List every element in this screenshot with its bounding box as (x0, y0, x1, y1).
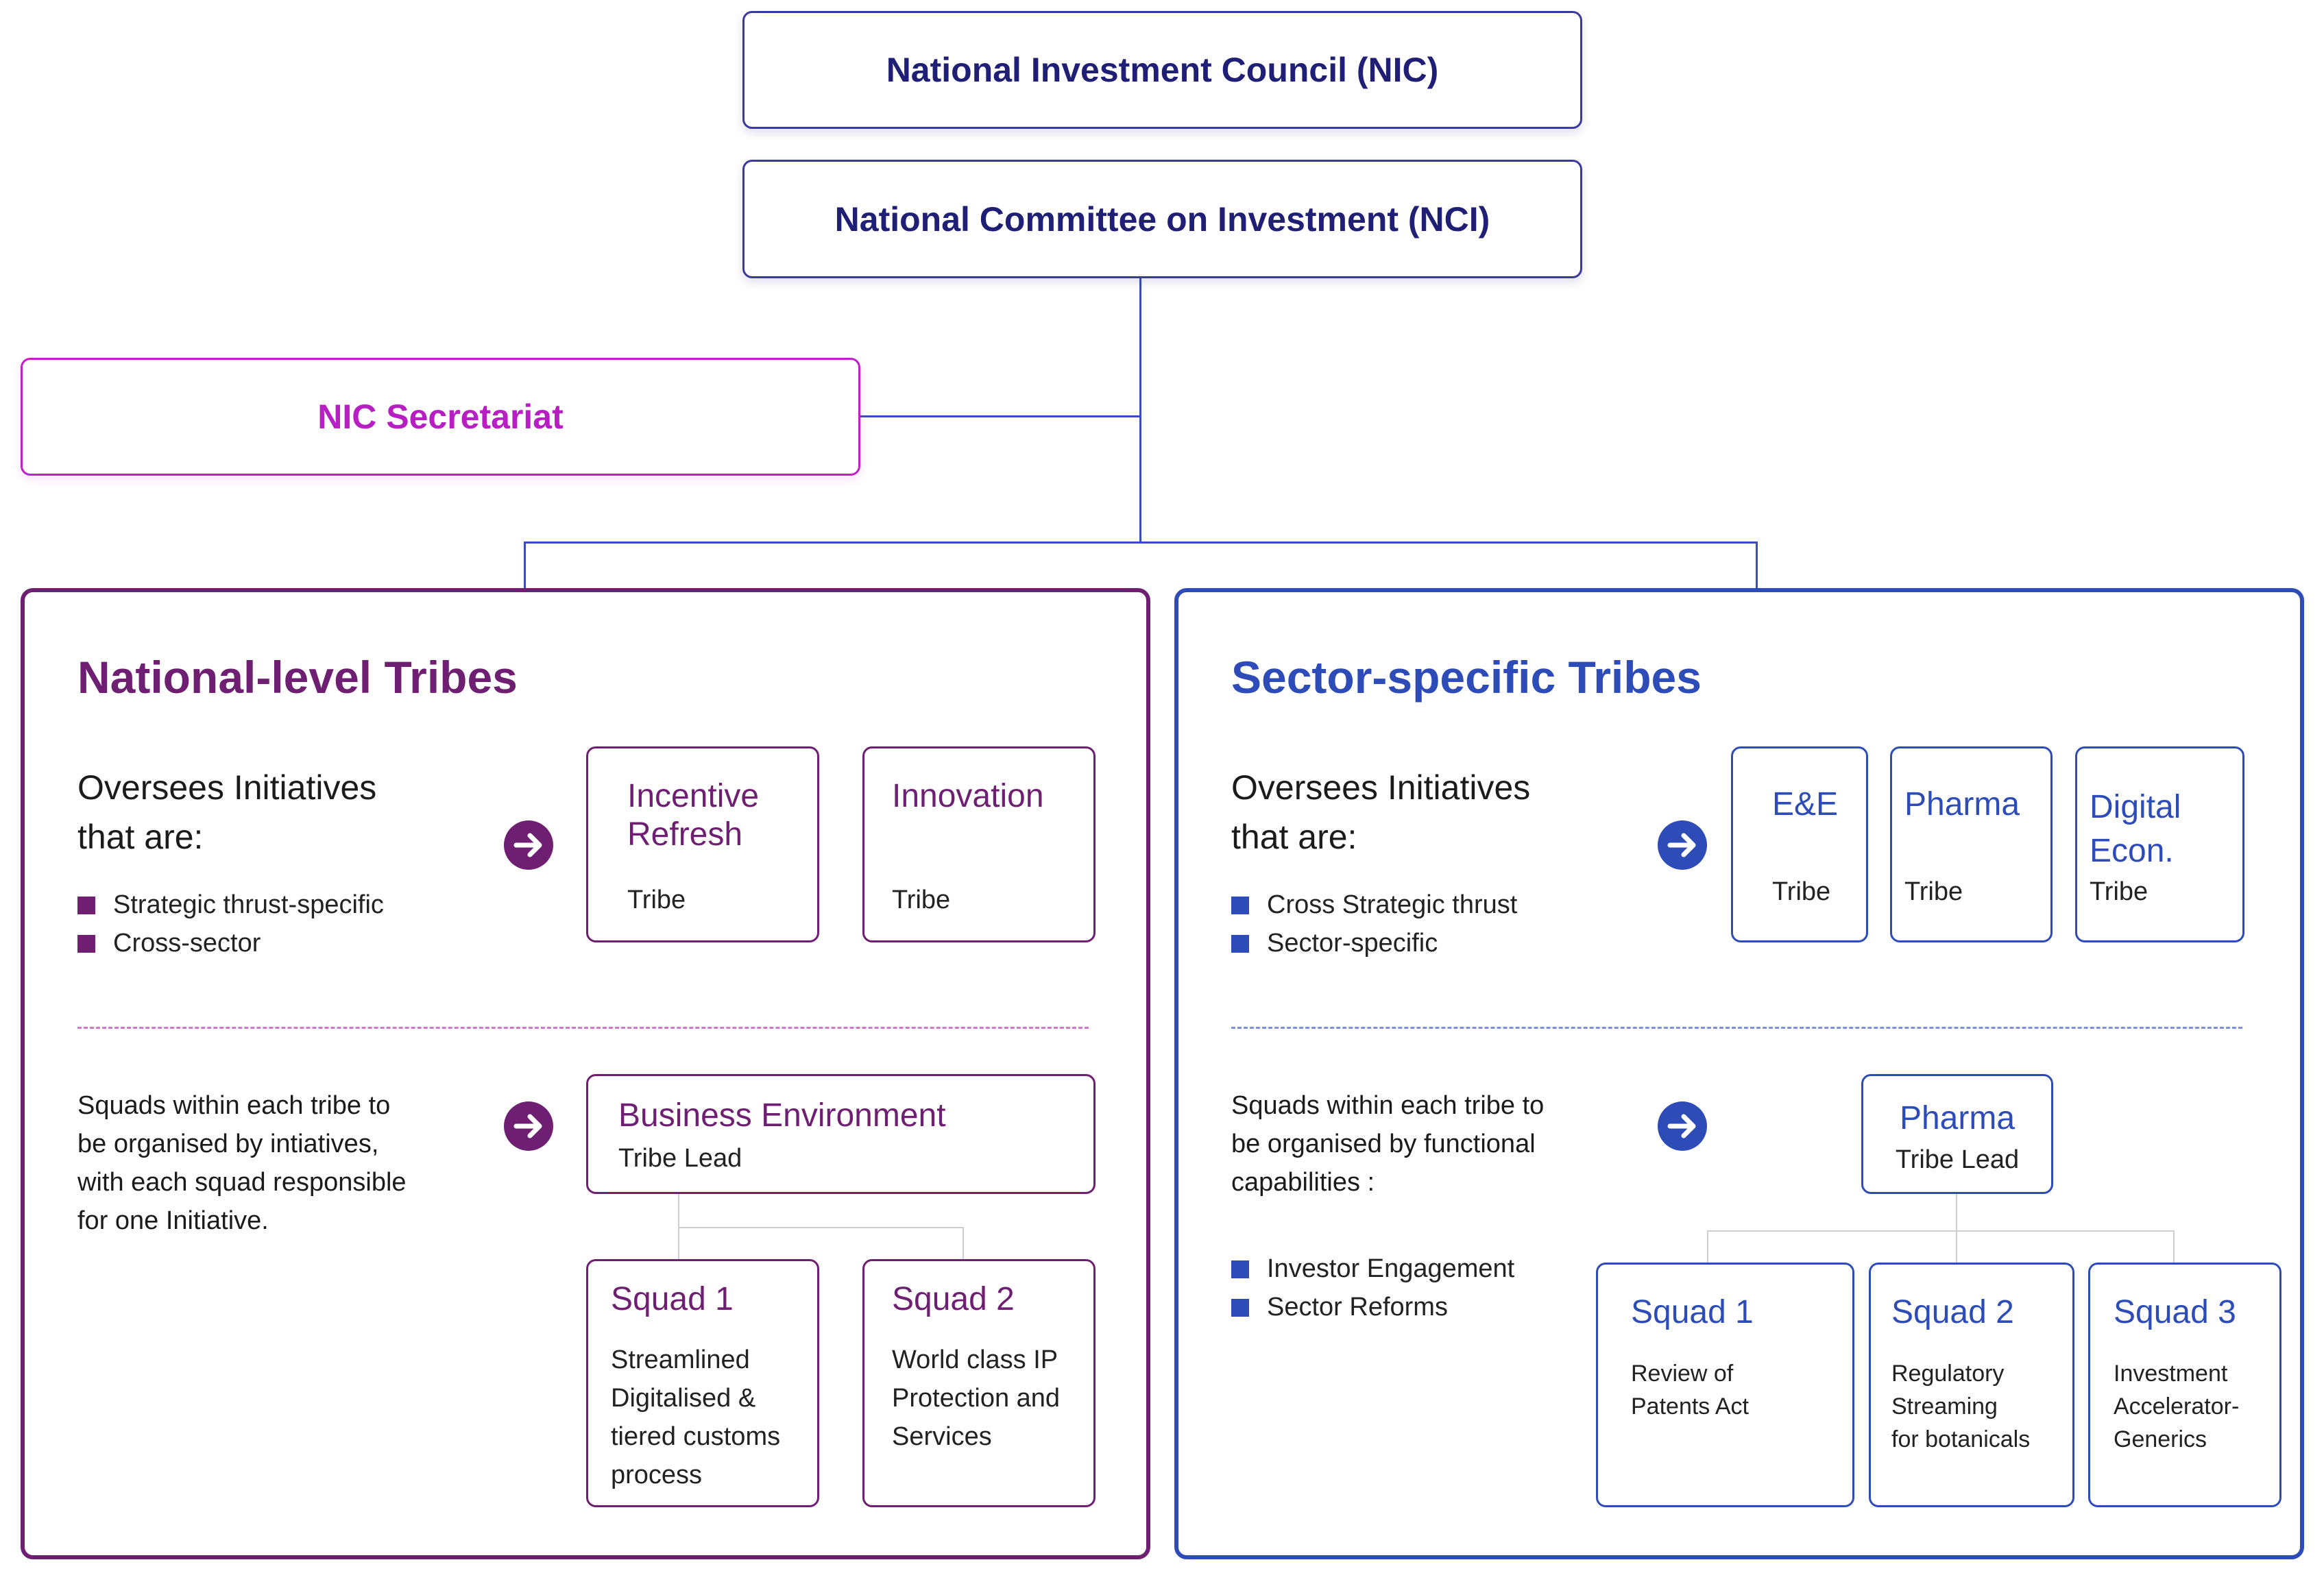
sector-squad-connector (2173, 1230, 2175, 1263)
lead-sub: Tribe Lead (1895, 1145, 2020, 1174)
sector-squads-description: Squads within each tribe to be organised… (1231, 1091, 1545, 1197)
tribe-card-ee: E&E Tribe (1731, 746, 1868, 942)
bullet-square-icon (1231, 896, 1249, 914)
nic-box: National Investment Council (NIC) (742, 11, 1582, 129)
national-bullet-2: Cross-sector (77, 929, 261, 958)
lead-sub: Tribe Lead (618, 1144, 742, 1173)
tribe-card-title: E&E (1772, 786, 1839, 823)
squad-description: Investment Accelerator- Generics (2114, 1361, 2240, 1452)
national-bullet-1: Strategic thrust-specific (77, 890, 384, 920)
national-divider (77, 1027, 1089, 1029)
squad-description: World class IP Protection and Services (892, 1345, 1061, 1451)
squad-title: Squad 3 (2114, 1294, 2236, 1330)
squad-description: Review of Patents Act (1631, 1361, 1749, 1419)
tribe-card-sub: Tribe (627, 886, 686, 914)
national-squad-connector (678, 1227, 964, 1228)
sector-squad-connector (1707, 1230, 2175, 1232)
nci-label: National Committee on Investment (NCI) (834, 199, 1490, 239)
sector-bullet-1: Cross Strategic thrust (1231, 890, 1517, 920)
tribe-card-sub: Tribe (2090, 877, 2149, 906)
arrow-right-icon (1658, 1101, 1707, 1151)
sector-oversees-text: Oversees Initiatives that are: (1231, 768, 1531, 856)
tribe-card-incentive-refresh: Incentive Refresh Tribe (586, 746, 819, 942)
national-oversees-text: Oversees Initiatives that are: (77, 768, 377, 856)
sector-tribe-lead-card: Pharma Tribe Lead (1861, 1074, 2053, 1194)
tribe-card-digital-econ: Digital Econ. Tribe (2075, 746, 2244, 942)
tribe-card-sub: Tribe (1904, 877, 1963, 906)
tribe-card-sub: Tribe (1772, 877, 1831, 906)
tribe-card-innovation: Innovation Tribe (862, 746, 1096, 942)
sector-divider (1231, 1027, 2242, 1029)
tribe-card-title: Digital Econ. (2090, 789, 2181, 869)
sector-squad-card-3: Squad 3 Investment Accelerator- Generics (2088, 1263, 2281, 1507)
tribe-card-sub: Tribe (892, 886, 951, 914)
national-tribes-title: National-level Tribes (77, 652, 518, 703)
national-squads-description: Squads within each tribe to be organised… (77, 1091, 407, 1235)
sector-capability-2: Sector Reforms (1231, 1293, 1448, 1322)
connector-to-national (524, 541, 526, 589)
bullet-square-icon (1231, 1298, 1249, 1317)
connector-split-horizontal (524, 541, 1758, 544)
national-squad-connector (963, 1227, 964, 1259)
national-tribe-lead-card: Business Environment Tribe Lead (586, 1074, 1096, 1194)
arrow-right-icon (1658, 820, 1707, 870)
squad-description: Regulatory Streaming for botanicals (1891, 1361, 2031, 1452)
sector-capability-1: Investor Engagement (1231, 1254, 1514, 1284)
squad-title: Squad 2 (892, 1281, 1015, 1317)
sector-bullet-2: Sector-specific (1231, 929, 1438, 958)
national-squad-card-2: Squad 2 World class IP Protection and Se… (862, 1259, 1096, 1507)
sector-squad-card-2: Squad 2 Regulatory Streaming for botanic… (1869, 1263, 2074, 1507)
arrow-right-icon (504, 820, 553, 870)
tribe-card-pharma: Pharma Tribe (1890, 746, 2053, 942)
squad-title: Squad 1 (611, 1281, 734, 1317)
bullet-square-icon (77, 896, 95, 914)
national-squad-connector (678, 1194, 679, 1259)
lead-title: Pharma (1899, 1100, 2016, 1136)
lead-title: Business Environment (618, 1097, 946, 1134)
bullet-square-icon (1231, 934, 1249, 953)
sector-squad-connector (1956, 1194, 1957, 1263)
squad-description: Streamlined Digitalised & tiered customs… (611, 1345, 781, 1489)
secretariat-box: NIC Secretariat (21, 358, 860, 476)
national-squad-card-1: Squad 1 Streamlined Digitalised & tiered… (586, 1259, 819, 1507)
sector-tribes-title: Sector-specific Tribes (1231, 652, 1702, 703)
connector-nci-down (1139, 278, 1141, 541)
bullet-square-icon (77, 934, 95, 953)
tribe-card-title: Incentive Refresh (627, 778, 760, 853)
arrow-right-icon (504, 1101, 553, 1151)
tribe-card-title: Innovation (892, 778, 1044, 814)
nic-label: National Investment Council (NIC) (886, 51, 1439, 89)
connector-secretariat (860, 415, 1141, 417)
nci-box: National Committee on Investment (NCI) (742, 160, 1582, 278)
secretariat-label: NIC Secretariat (317, 398, 564, 436)
squad-title: Squad 2 (1891, 1294, 2014, 1330)
sector-squad-card-1: Squad 1 Review of Patents Act (1596, 1263, 1854, 1507)
connector-to-sector (1756, 541, 1758, 589)
bullet-square-icon (1231, 1260, 1249, 1278)
tribe-card-title: Pharma (1904, 786, 2020, 823)
sector-squad-connector (1707, 1230, 1708, 1263)
squad-title: Squad 1 (1631, 1294, 1754, 1330)
